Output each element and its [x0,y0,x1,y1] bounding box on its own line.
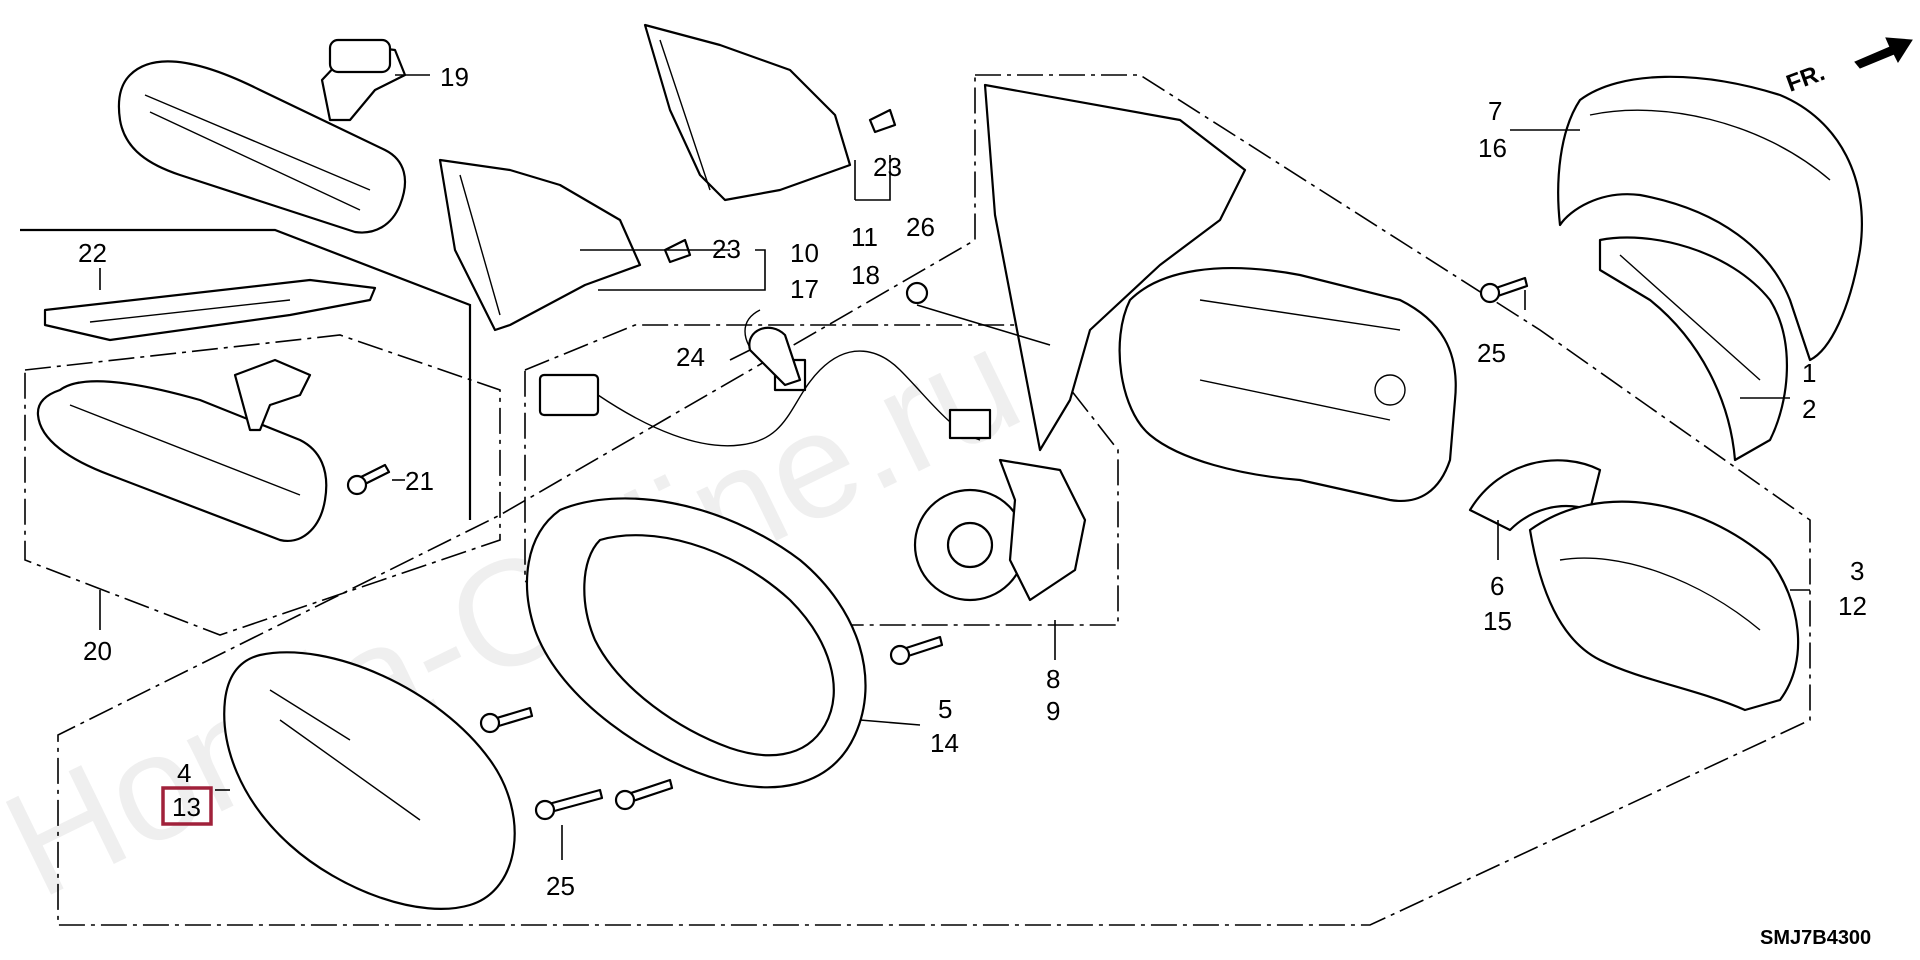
mirror-base-assembly [983,83,1457,503]
mirror-actuator-part-8 [913,458,1087,602]
front-direction-marker: FR. [1783,37,1913,98]
callout-17: 17 [790,274,819,304]
inside-mirror-frame [24,334,501,636]
clip-part-23-b [868,108,897,134]
callout-26: 26 [906,212,935,242]
callout-11: 11 [851,222,878,252]
callout-12: 12 [1838,591,1867,621]
callout-22: 22 [78,238,107,268]
garnish-part-11 [643,23,852,202]
screw-part-25-c [479,706,534,734]
callout-24: 24 [676,342,705,372]
callout-25-b: 25 [546,871,575,901]
clip-part-24 [748,326,802,387]
lower-cover-part-3 [1528,500,1800,712]
callout-1: 1 [1802,358,1816,388]
skull-cap-part-7 [1557,75,1863,362]
turn-signal-part-1 [1598,236,1789,462]
callout-14: 14 [930,728,959,758]
inside-mirror-part-20 [36,358,328,543]
callout-labels: 19 22 21 20 23 10 17 23 11 18 26 24 7 16… [78,62,1867,901]
direction-arrow-icon [1854,37,1913,69]
callout-5: 5 [938,694,952,724]
screw-part-25-b [614,778,674,811]
callout-7: 7 [1488,96,1502,126]
callout-18: 18 [851,260,880,290]
nut-part-26 [905,281,929,305]
inside-mirror-solid-frame [20,228,472,520]
callout-9: 9 [1046,696,1060,726]
mirror-glass-part-4 [223,651,516,910]
direction-label: FR. [1783,59,1829,98]
mirror-cover-part-22 [43,278,377,342]
screw-part-25-d [889,635,944,666]
callout-21: 21 [405,466,434,496]
mirror-housing-part-5 [525,497,867,789]
callout-23-a: 23 [712,234,741,264]
garnish-part-10 [438,158,642,332]
callout-8: 8 [1046,664,1060,694]
callout-20: 20 [83,636,112,666]
inside-mirror-part-19 [117,38,407,234]
screw-part-25-a [534,788,604,821]
callout-23-b: 23 [873,152,902,182]
callout-13-highlight [161,786,213,826]
callout-2: 2 [1802,394,1816,424]
leader-lines [99,74,1810,860]
callout-3: 3 [1850,556,1864,586]
callout-10: 10 [790,238,819,268]
callout-16: 16 [1478,133,1507,163]
diagram-code: SMJ7B4300 [1760,927,1871,949]
outside-mirror-frame [57,74,1811,926]
clip-part-23-a [663,238,692,264]
screw-part-21 [346,463,391,496]
callout-19: 19 [440,62,469,92]
callout-15: 15 [1483,606,1512,636]
callout-6: 6 [1490,571,1504,601]
callout-4: 4 [177,758,191,788]
callout-25-a: 25 [1477,338,1506,368]
screw-part-25-e [1479,276,1529,304]
lower-cover-part-6 [1468,459,1602,532]
callout-13: 13 [172,792,201,822]
